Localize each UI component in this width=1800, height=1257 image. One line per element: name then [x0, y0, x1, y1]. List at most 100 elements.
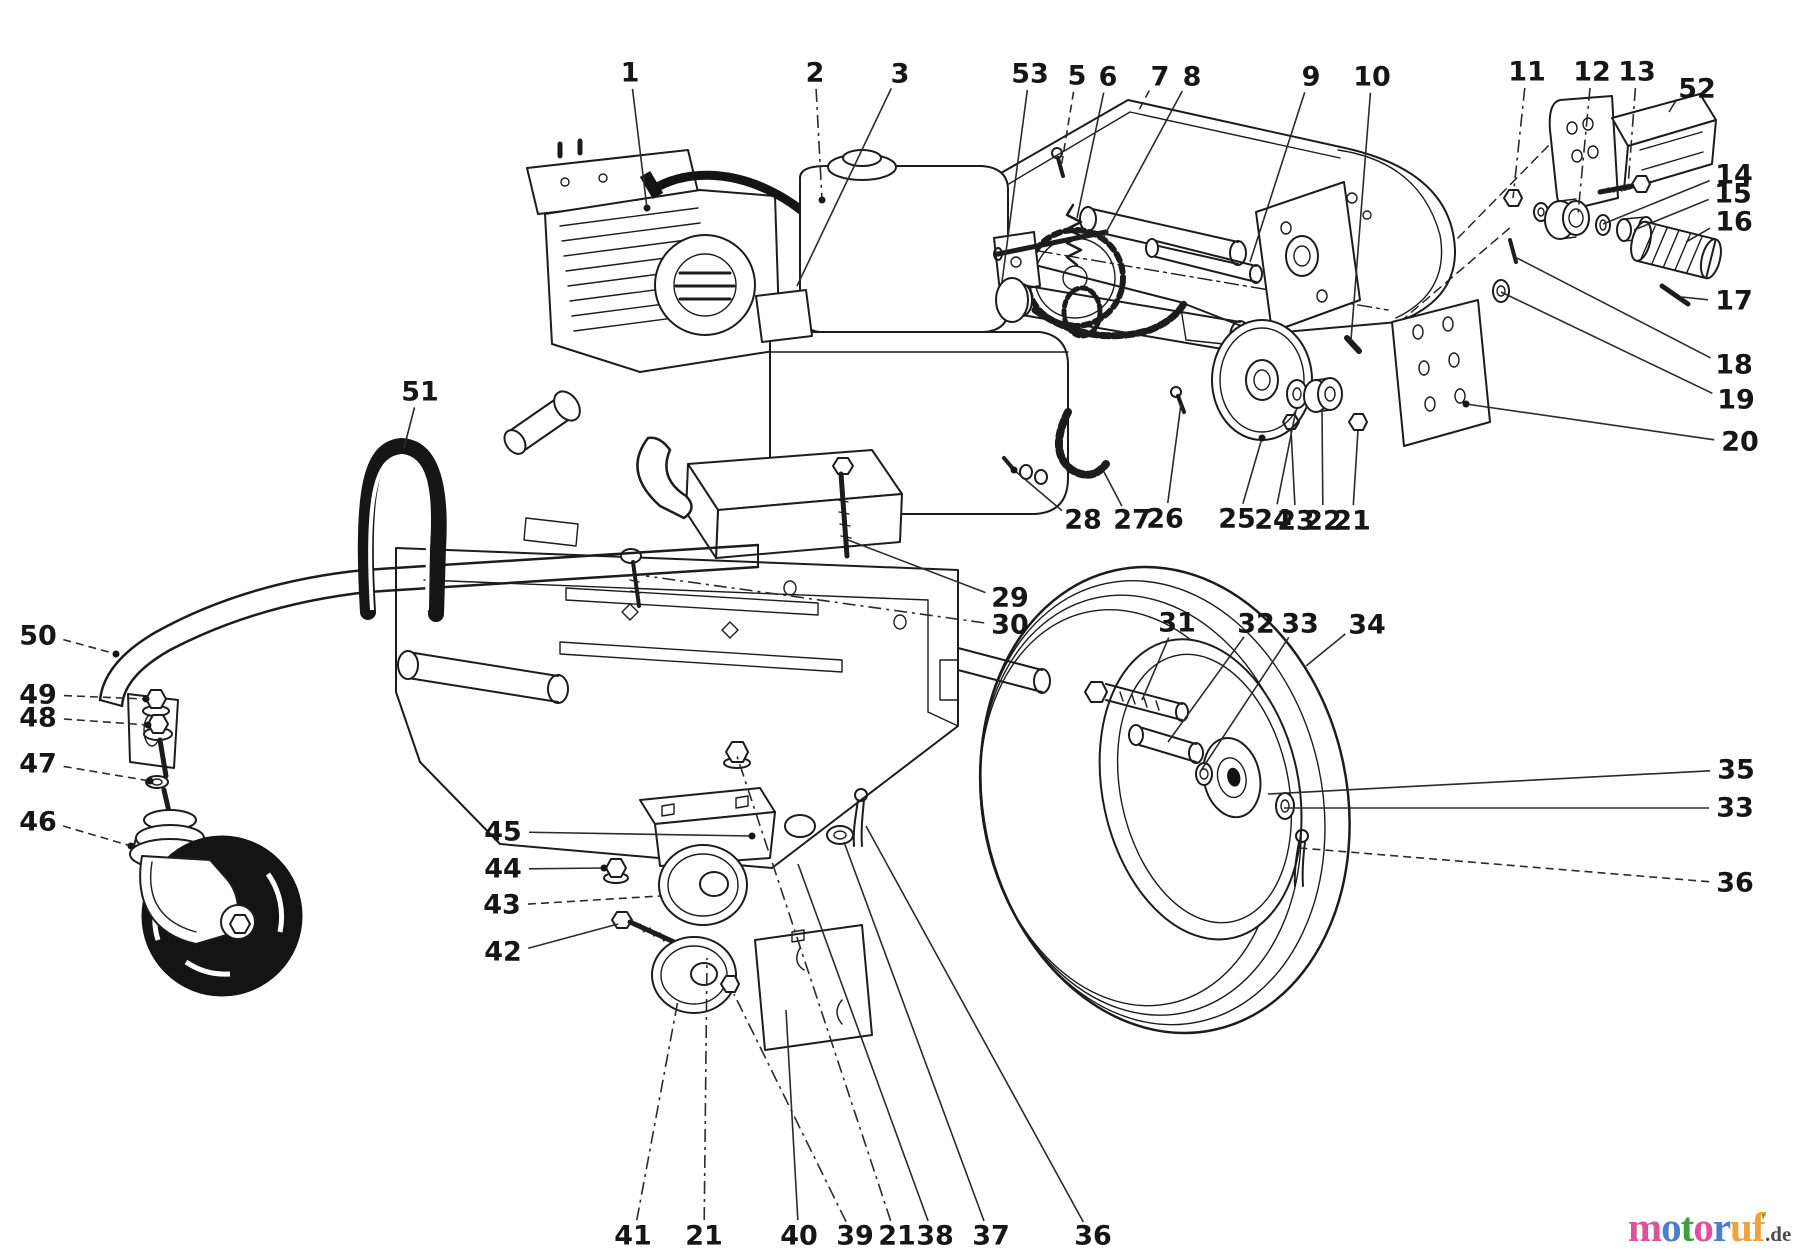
part-number-38-53: 38	[916, 1221, 954, 1252]
leader-line-39-51	[733, 993, 847, 1223]
logo-accent-mark: '	[1760, 1210, 1766, 1232]
logo-letter-o: o	[1661, 1204, 1681, 1250]
part-number-25-24: 25	[1218, 504, 1256, 535]
logo-letter-m: m	[1628, 1204, 1662, 1250]
leader-line-51-43	[403, 407, 416, 449]
leader-line-36-55	[865, 825, 1085, 1223]
leader-line-12-11	[1577, 87, 1591, 215]
leader-line-47-41	[63, 765, 151, 782]
part-number-31-31: 31	[1158, 608, 1196, 639]
sprocket-chain	[1024, 181, 1362, 354]
leader-line-40-50	[785, 1009, 799, 1221]
part-number-33-36: 33	[1716, 793, 1754, 824]
hardware-right	[1492, 93, 1722, 307]
part-number-19-19: 19	[1717, 385, 1755, 416]
leader-line-14-14	[1602, 179, 1710, 225]
part-number-10-9: 10	[1353, 62, 1391, 93]
part-number-52-13: 52	[1678, 74, 1716, 105]
leader-line-29-29	[847, 539, 986, 594]
leader-line-1-0	[631, 88, 648, 209]
leader-line-7-6	[1138, 90, 1150, 111]
part-number-18-18: 18	[1715, 350, 1753, 381]
leader-line-22-27	[1321, 409, 1324, 506]
part-number-22-27: 22	[1304, 506, 1342, 537]
part-number-41-48: 41	[614, 1221, 652, 1252]
leader-line-21-49	[703, 957, 708, 1221]
part-number-16-16: 16	[1715, 207, 1753, 238]
leader-line-15-15	[1633, 198, 1709, 231]
leader-line-21-52	[736, 755, 892, 1222]
part-number-24-25: 24	[1254, 505, 1292, 536]
part-number-13-12: 13	[1618, 57, 1656, 88]
part-number-21-52: 21	[878, 1221, 916, 1252]
part-number-17-17: 17	[1715, 286, 1753, 317]
leader-line-3-2	[796, 88, 892, 287]
part-number-8-7: 8	[1183, 62, 1202, 93]
part-number-14-14: 14	[1715, 160, 1753, 191]
leader-line-25-24	[1242, 437, 1263, 504]
drive-wheel	[978, 565, 1351, 1035]
leader-line-41-48	[635, 999, 679, 1221]
leader-line-8-7	[1101, 90, 1184, 241]
part-number-11-10: 11	[1508, 57, 1546, 88]
leader-line-18-18	[1516, 257, 1712, 359]
logo-letter-o: o	[1693, 1204, 1713, 1250]
part-number-45-44: 45	[484, 817, 522, 848]
leader-line-45-44	[528, 831, 753, 837]
part-number-36-55: 36	[1074, 1221, 1112, 1252]
leader-line-43-46	[527, 895, 661, 905]
handle-tube	[98, 543, 760, 819]
part-number-29-29: 29	[991, 583, 1029, 614]
leader-line-6-5	[1076, 92, 1105, 219]
caster-assembly	[129, 809, 303, 997]
logo-letter-f: f	[1751, 1204, 1766, 1250]
part-number-40-50: 40	[780, 1221, 818, 1252]
leader-dot-44-45	[600, 864, 608, 872]
part-number-43-46: 43	[483, 890, 521, 921]
part-number-21-28: 21	[1333, 506, 1371, 537]
leader-line-50-38	[63, 638, 117, 655]
v-belt	[357, 437, 447, 622]
leader-line-10-9	[1350, 92, 1372, 341]
part-number-1-0: 1	[621, 58, 640, 89]
leader-line-27-22	[1103, 471, 1123, 507]
leader-dot-49-39	[142, 695, 150, 703]
leader-dot-20-20	[1462, 400, 1470, 408]
leader-line-13-12	[1627, 87, 1637, 187]
part-number-6-5: 6	[1099, 62, 1118, 93]
leader-dot-47-41	[146, 777, 154, 785]
part-number-26-23: 26	[1146, 504, 1184, 535]
leader-dot-48-40	[144, 721, 152, 729]
leader-line-46-42	[62, 825, 132, 847]
leader-line-28-21	[1013, 469, 1063, 512]
part-number-20-20: 20	[1721, 427, 1759, 458]
leader-line-32-32	[1167, 636, 1245, 743]
leader-line-49-39	[63, 694, 147, 700]
logo-letter-t: t	[1680, 1204, 1695, 1250]
leader-line-36-37	[1299, 847, 1710, 883]
part-number-23-26: 23	[1277, 506, 1315, 537]
leader-line-35-35	[1267, 770, 1711, 795]
leader-line-38-53	[797, 863, 929, 1222]
leader-line-19-19	[1500, 291, 1713, 395]
part-number-36-37: 36	[1716, 868, 1754, 899]
part-number-32-32: 32	[1237, 609, 1275, 640]
logo-letter-u: u	[1730, 1204, 1753, 1250]
part-number-48-40: 48	[19, 703, 57, 734]
leader-dot-45-44	[748, 832, 756, 840]
leader-line-23-26	[1290, 429, 1296, 506]
motoruf-watermark[interactable]: motoruf'.de	[1628, 1203, 1800, 1253]
part-number-50-38: 50	[19, 621, 57, 652]
leader-line-24-25	[1276, 409, 1297, 505]
leader-dot-28-21	[1010, 466, 1018, 474]
leader-line-34-34	[1305, 633, 1346, 667]
part-number-53-3: 53	[1011, 59, 1049, 90]
leader-dot-46-42	[127, 842, 135, 850]
part-number-30-30: 30	[991, 610, 1029, 641]
leader-line-53-3	[1001, 89, 1029, 283]
leader-line-37-54	[843, 841, 985, 1222]
logo-suffix: .de	[1765, 1222, 1792, 1246]
